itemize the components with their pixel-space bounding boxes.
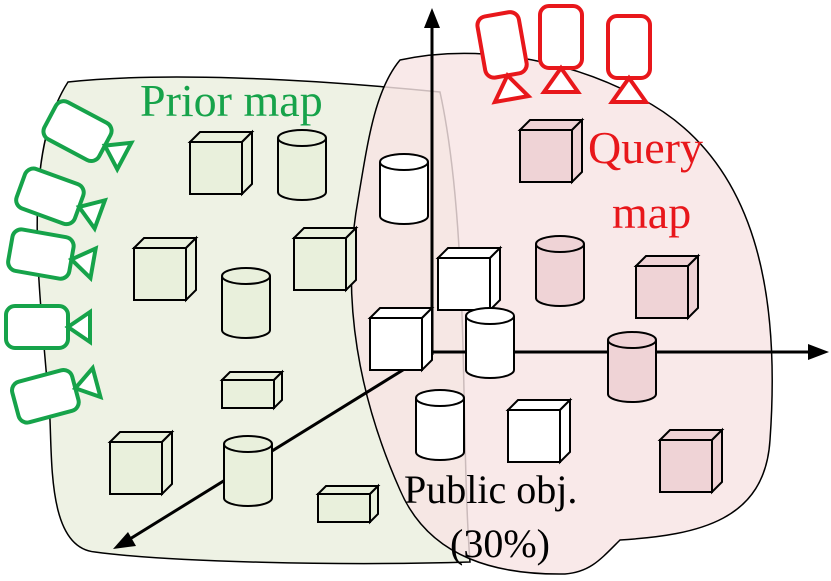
public-cylinder: [415, 389, 465, 461]
prior-slab: [221, 371, 283, 409]
public-cube: [437, 247, 501, 311]
prior-cylinder: [221, 267, 271, 339]
prior-cube: [189, 131, 253, 195]
query-cameras: [474, 4, 652, 105]
public-cube: [369, 307, 433, 371]
public-cylinder: [379, 153, 429, 225]
prior-cylinder: [223, 435, 273, 507]
query-cylinder: [535, 235, 585, 307]
public-objects-label-line2: (30%): [450, 521, 550, 566]
public-cube: [507, 399, 571, 463]
public-cylinder: [465, 307, 515, 379]
query-map-label-line1: Query: [588, 122, 703, 173]
public-objects-label-line1: Public obj.: [404, 467, 577, 512]
prior-cylinder: [277, 129, 327, 201]
query-map-label-line2: map: [612, 187, 691, 238]
prior-cube: [109, 431, 173, 495]
prior-map-label: Prior map: [140, 75, 323, 126]
prior-cube: [133, 237, 197, 301]
prior-slab: [317, 485, 379, 523]
query-cylinder: [607, 331, 657, 403]
query-cube: [635, 255, 699, 319]
prior-cube: [293, 227, 357, 291]
query-cube: [659, 429, 723, 493]
query-cube: [519, 119, 583, 183]
